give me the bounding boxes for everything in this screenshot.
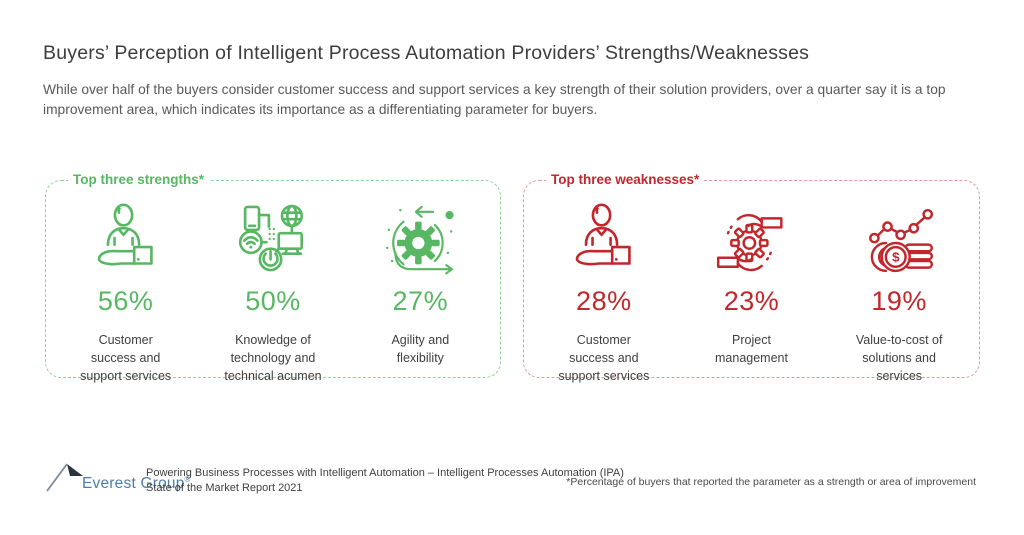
weakness-item-project-management: 23% Project management [678, 201, 824, 368]
page-subtitle: While over half of the buyers consider c… [43, 82, 946, 117]
strength-label-1: Customer success and support services [80, 333, 172, 383]
weakness-item-value-to-cost: $ 19% Value-to-cost of solutions and ser… [826, 201, 972, 385]
logo-wordmark: Everest Group® [82, 474, 191, 492]
customer-support-icon [53, 201, 199, 285]
customer-support-icon [531, 201, 677, 285]
value-to-cost-icon: $ [826, 201, 972, 285]
mountain-icon [46, 463, 83, 492]
source-citation: Powering Business Processes with Intelli… [146, 467, 624, 495]
strength-pct-1: 56% [97, 286, 154, 316]
strengths-panel: Top three strengths* [45, 172, 501, 383]
strength-pct-3: 27% [392, 286, 449, 316]
weakness-label-2: Project management [715, 333, 788, 365]
svg-text:$: $ [892, 249, 900, 264]
weakness-label-3: Value-to-cost of solutions and services [855, 333, 943, 383]
weakness-pct-3: 19% [871, 286, 927, 316]
weaknesses-panel: Top three weaknesses* [523, 172, 980, 383]
footnote: *Percentage of buyers that reported the … [566, 476, 976, 488]
strengths-items: 56% Customer success and support service… [46, 181, 500, 385]
technology-knowledge-icon [200, 201, 346, 285]
weakness-pct-2: 23% [723, 286, 780, 316]
strength-label-2: Knowledge of technology and technical ac… [224, 333, 322, 383]
strengths-panel-header: Top three strengths* [68, 172, 210, 187]
project-management-icon [678, 201, 824, 285]
weakness-pct-1: 28% [576, 286, 632, 316]
strength-pct-2: 50% [245, 286, 301, 316]
page-title: Buyers’ Perception of Intelligent Proces… [43, 42, 810, 64]
weaknesses-panel-header: Top three weaknesses* [546, 172, 705, 187]
weakness-item-customer-success: 28% Customer success and support service… [531, 201, 677, 385]
weaknesses-items: 28% Customer success and support service… [524, 181, 979, 385]
everest-group-logo: Everest Group® [44, 461, 191, 495]
strength-item-technology: 50% Knowledge of technology and technica… [200, 201, 346, 385]
strength-item-customer-success: 56% Customer success and support service… [53, 201, 199, 385]
strength-label-3: Agility and flexibility [391, 333, 450, 365]
weakness-label-1: Customer success and support services [558, 333, 650, 383]
strength-item-agility: 27% Agility and flexibility [347, 201, 493, 368]
agility-gear-icon [347, 201, 493, 285]
